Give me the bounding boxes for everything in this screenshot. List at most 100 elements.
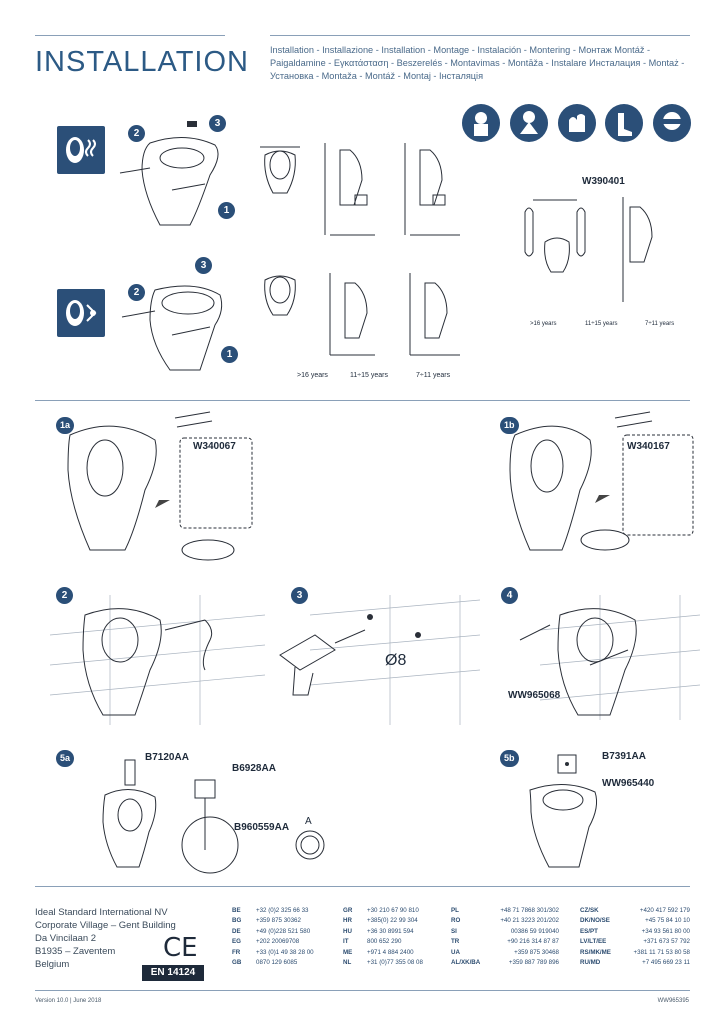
age-legend-teen: 11÷15 years xyxy=(350,372,388,379)
drill-diameter-label: Ø8 xyxy=(385,652,407,669)
step-5a-code-2: B6928AA xyxy=(232,763,276,774)
step-4-illustration xyxy=(519,595,701,720)
bracket-dimension-drawing xyxy=(524,197,653,302)
country-code: GR xyxy=(343,907,353,914)
step-1a-illustration xyxy=(67,411,253,561)
phone-number: +7 495 669 23 11 xyxy=(642,959,690,967)
phone-number: 0870 129 6085 xyxy=(256,959,298,967)
phone-number: +359 875 30362 xyxy=(256,917,301,925)
step-5a-code-3: B960559AA xyxy=(234,822,290,833)
phone-number: +385(0) 22 99 304 xyxy=(367,917,418,925)
phone-number: +30 210 67 90 810 xyxy=(367,907,419,914)
header-rule-right xyxy=(270,35,690,36)
safety-boots-icon xyxy=(605,104,643,142)
wall-mount-icon xyxy=(57,126,105,174)
contacts-column-2: GR+30 210 67 90 810 HR+385(0) 22 99 304 … xyxy=(343,906,441,968)
step-4-badge: 4 xyxy=(501,587,518,604)
company-line-1: Ideal Standard International NV xyxy=(35,907,168,918)
step-1b-illustration xyxy=(509,411,694,551)
phone-number: +381 11 71 53 80 58 xyxy=(633,948,690,956)
step-5b-badge: 5b xyxy=(500,750,519,767)
step-5a-badge: 5a xyxy=(56,750,75,767)
version-label: Version 10.0 | June 2018 xyxy=(35,998,102,1004)
country-code: RO xyxy=(451,917,461,925)
country-code: CZ/SK xyxy=(580,907,599,914)
urinal-exploded-bottom xyxy=(121,285,223,371)
step-badge: 2 xyxy=(128,284,145,301)
country-code: FR xyxy=(232,948,241,956)
phone-number: +359 887 789 896 xyxy=(508,959,559,967)
step-1b-badge: 1b xyxy=(500,417,519,434)
hard-hat-icon xyxy=(462,104,500,142)
phone-number: 00386 59 919040 xyxy=(510,927,559,935)
country-code: RS/MK/ME xyxy=(580,948,611,956)
languages-text: Installation - Installazione - Installat… xyxy=(270,45,685,81)
part-number: WW965395 xyxy=(657,998,689,1004)
country-code: GB xyxy=(232,959,242,967)
country-code: UA xyxy=(451,948,460,956)
country-code: RU/MD xyxy=(580,959,601,967)
country-code: HU xyxy=(343,927,352,935)
phone-number: +971 4 884 2400 xyxy=(367,948,414,956)
standard-badge: EN 14124 xyxy=(142,965,204,981)
country-code: EG xyxy=(232,938,241,946)
urinal-exploded-top xyxy=(119,121,219,226)
phone-number: 800 652 290 xyxy=(367,938,402,946)
country-code: LV/LT/EE xyxy=(580,938,607,946)
country-code: NL xyxy=(343,959,352,967)
age-legend-adult: >16 years xyxy=(297,372,328,379)
goggles-icon xyxy=(653,104,691,142)
step-badge: 2 xyxy=(128,125,145,142)
section-divider xyxy=(35,400,690,401)
step-3-badge: 3 xyxy=(291,587,308,604)
country-code: BG xyxy=(232,917,242,925)
bracket-code: W390401 xyxy=(582,176,625,187)
ce-mark: CE xyxy=(163,933,198,963)
country-code: PL xyxy=(451,907,459,914)
company-line-2: Corporate Village – Gent Building xyxy=(35,920,176,931)
company-line-3: Da Vincilaan 2 xyxy=(35,933,97,944)
step-badge: 1 xyxy=(218,202,235,219)
age-legend-adult-right: >16 years xyxy=(530,321,557,327)
company-line-4: B1935 – Zaventem xyxy=(35,946,116,957)
step-badge: 1 xyxy=(221,346,238,363)
step-1b-code: W340167 xyxy=(627,441,670,452)
phone-number: +34 93 561 80 00 xyxy=(641,927,690,935)
step-5a-illustration xyxy=(102,759,325,874)
step-badge: 3 xyxy=(195,257,212,274)
country-code: HR xyxy=(343,917,352,925)
step-4-code: WW965068 xyxy=(508,690,561,701)
page-title: INSTALLATION xyxy=(35,46,249,78)
dimension-drawing-bottom xyxy=(264,273,460,356)
sensor-mount-icon xyxy=(57,289,105,337)
country-code: DK/NO/SE xyxy=(580,917,610,925)
footer-rule xyxy=(35,886,690,887)
step-5b-illustration xyxy=(529,754,597,868)
phone-number: +36 30 8991 594 xyxy=(367,927,414,935)
dimension-drawing-top xyxy=(260,143,460,236)
phone-number: +33 (0)1 49 38 28 00 xyxy=(256,948,314,956)
step-1a-badge: 1a xyxy=(56,417,75,434)
contacts-column-3: PL+48 71 7868 301/302 RO+40 21 3223 201/… xyxy=(451,906,559,968)
country-code: ME xyxy=(343,948,353,956)
phone-number: +49 (0)228 521 580 xyxy=(256,927,311,935)
phone-number: +31 (0)77 355 08 08 xyxy=(367,959,423,967)
country-code: IT xyxy=(343,938,349,946)
contacts-column-4: CZ/SK +420 417 592 179 DK/NO/SE +45 75 84 … xyxy=(580,906,690,968)
phone-number: +90 216 314 87 87 xyxy=(507,938,559,946)
step-5a-code-1: B7120AA xyxy=(145,752,189,763)
country-code: DE xyxy=(232,927,241,935)
phone-number: +371 673 57 792 xyxy=(643,938,690,946)
phone-number: +420 417 592 179 xyxy=(639,907,690,914)
country-code: SI xyxy=(451,927,457,935)
phone-number: +48 71 7868 301/302 xyxy=(500,907,559,914)
phone-number: +45 75 84 10 10 xyxy=(645,917,690,925)
step-5b-code-1: B7391AA xyxy=(602,751,646,762)
step-2-illustration xyxy=(49,595,266,725)
bottom-rule xyxy=(35,990,690,991)
step-1a-code: W340067 xyxy=(193,441,236,452)
gloves-icon xyxy=(558,104,596,142)
step-3-illustration xyxy=(279,595,481,725)
company-line-5: Belgium xyxy=(35,959,70,970)
country-code: TR xyxy=(451,938,460,946)
